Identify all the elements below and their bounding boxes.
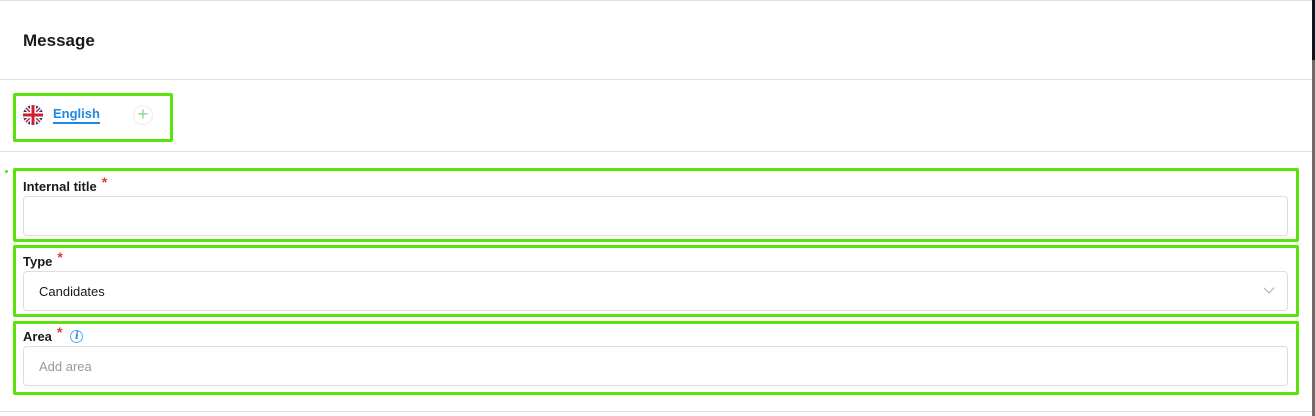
plus-icon: + — [137, 104, 149, 124]
area-input[interactable]: Add area — [23, 346, 1288, 386]
required-asterisk: * — [57, 249, 63, 265]
divider — [0, 411, 1312, 412]
area-label: Area * i — [23, 324, 84, 344]
language-tabs-highlight — [13, 93, 173, 142]
type-select[interactable]: Candidates — [23, 271, 1288, 311]
scrollbar-thumb[interactable] — [1312, 0, 1315, 60]
page-title: Message — [23, 31, 95, 50]
type-highlight — [13, 245, 1299, 317]
internal-title-input[interactable] — [23, 196, 1288, 236]
placeholder: Add area — [39, 358, 92, 374]
required-asterisk: * — [56, 324, 63, 340]
scrollbar[interactable] — [1312, 0, 1315, 416]
selected-value: Candidates — [39, 283, 105, 299]
info-icon[interactable]: i — [70, 329, 84, 343]
language-tab-english[interactable]: English — [23, 105, 100, 125]
label-text: Internal title — [23, 178, 97, 194]
divider — [0, 151, 1312, 152]
required-asterisk: * — [101, 174, 108, 190]
language-link[interactable]: English — [53, 106, 100, 124]
label-text: Type — [23, 253, 53, 269]
area-highlight — [13, 321, 1299, 395]
chevron-down-icon — [1263, 282, 1275, 294]
internal-title-highlight — [13, 168, 1299, 242]
label-text: Area — [23, 328, 52, 344]
add-language-button[interactable]: + — [133, 105, 153, 125]
divider — [0, 79, 1312, 80]
type-label: Type * — [23, 249, 63, 269]
uk-flag-icon — [23, 105, 43, 125]
marker-dot — [5, 170, 8, 173]
internal-title-label: Internal title * — [23, 174, 107, 194]
